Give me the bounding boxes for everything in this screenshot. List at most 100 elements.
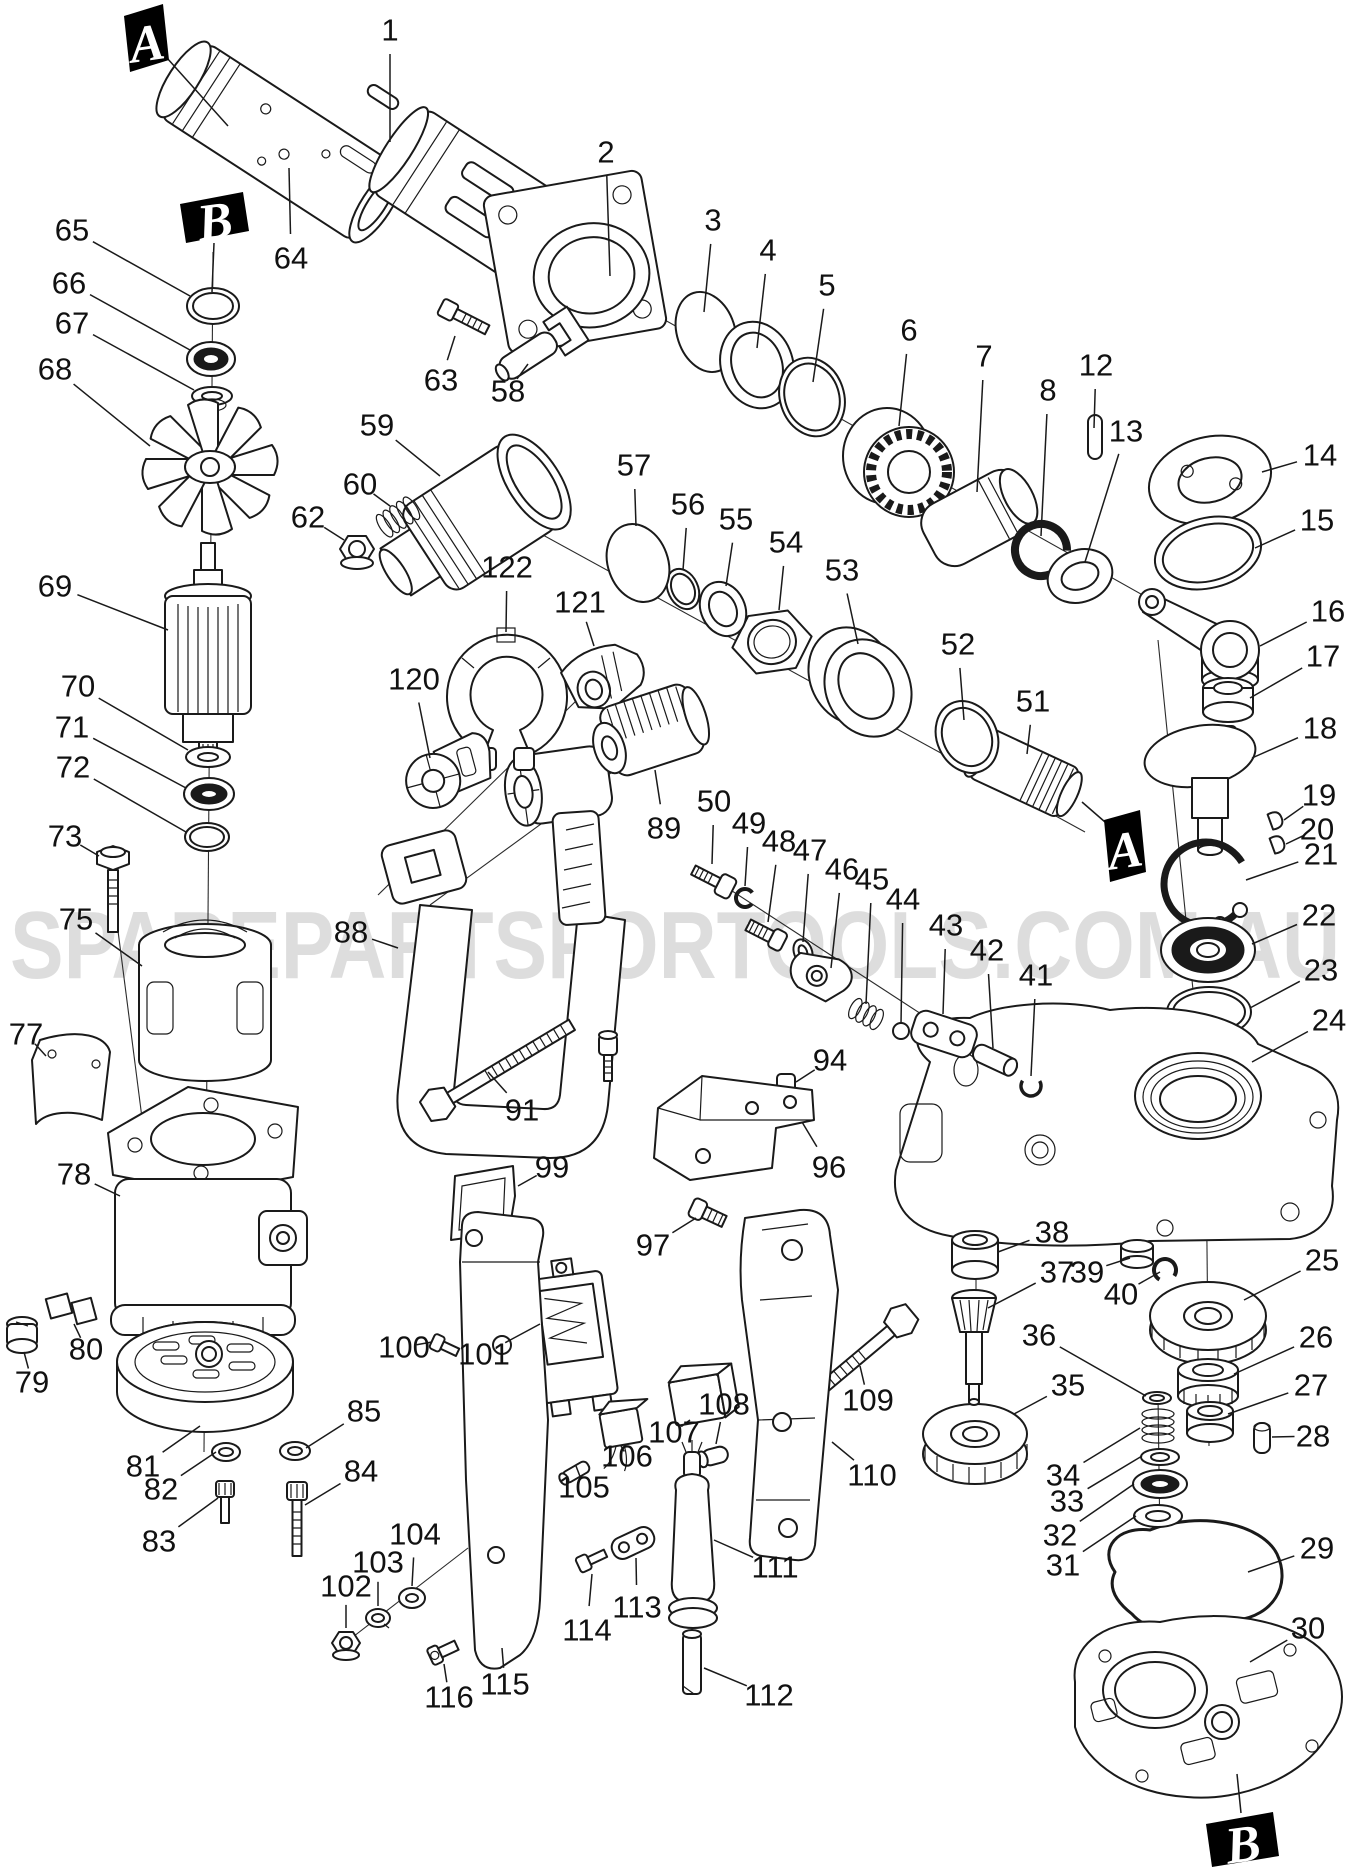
part-label-45: 45 — [855, 862, 889, 897]
part-56-ring — [665, 567, 701, 611]
part-2-front-housing — [368, 106, 668, 355]
leader-line-100 — [416, 1341, 433, 1346]
leader-line-55 — [725, 542, 734, 587]
part-59-cylinder — [378, 433, 572, 597]
leader-line-28 — [1271, 1435, 1295, 1438]
part-114-screw — [574, 1548, 609, 1574]
leader-line-44 — [900, 922, 904, 1025]
part-32-bearing — [1132, 1469, 1188, 1499]
part-102-nut — [331, 1631, 361, 1661]
part-label-106: 106 — [601, 1439, 653, 1474]
part-label-62: 62 — [291, 500, 325, 535]
part-label-14: 14 — [1303, 438, 1337, 473]
leader-line-106 — [620, 1445, 625, 1452]
part-label-72: 72 — [56, 750, 90, 785]
part-25-gear — [1149, 1281, 1267, 1365]
part-label-82: 82 — [144, 1472, 178, 1507]
part-label-68: 68 — [38, 352, 72, 387]
part-48-screw — [744, 918, 788, 952]
part-number-labels: 1234567812131415161718192021222324252627… — [9, 13, 1346, 1715]
part-81-bottom-cover — [116, 1321, 294, 1433]
part-label-26: 26 — [1299, 1320, 1333, 1355]
part-12-pin — [1087, 414, 1103, 460]
part-label-2: 2 — [597, 135, 614, 170]
leader-line-83 — [177, 1497, 219, 1528]
part-80-carbon-brush — [44, 1292, 98, 1326]
leader-line-17 — [1249, 667, 1303, 699]
part-label-56: 56 — [671, 487, 705, 522]
leader-line-6 — [898, 353, 908, 427]
leader-line-112 — [703, 1667, 748, 1687]
part-label-85: 85 — [347, 1394, 381, 1429]
part-45-spring — [848, 997, 884, 1031]
leader-line-89 — [654, 769, 662, 805]
part-103-spring-washer — [365, 1608, 391, 1629]
part-label-40: 40 — [1104, 1277, 1138, 1312]
part-label-96: 96 — [812, 1150, 846, 1185]
leader-line-116 — [443, 1663, 448, 1683]
part-label-7: 7 — [975, 339, 992, 374]
part-label-79: 79 — [15, 1365, 49, 1400]
leader-line-24 — [1251, 1030, 1309, 1063]
leader-line-47 — [802, 873, 809, 943]
view-marker-box-b3 — [1206, 1812, 1279, 1867]
view-marker-letter-b3: B — [1221, 1814, 1264, 1867]
part-57-o-ring-disc — [605, 523, 671, 603]
part-label-8: 8 — [1039, 373, 1056, 408]
part-96-bracket — [653, 1075, 815, 1181]
part-label-70: 70 — [61, 669, 95, 704]
part-label-80: 80 — [69, 1332, 103, 1367]
part-label-115: 115 — [480, 1667, 529, 1702]
part-label-122: 122 — [481, 550, 533, 585]
part-107-switch-block — [667, 1362, 740, 1427]
leader-line-53 — [846, 593, 859, 645]
part-label-36: 36 — [1022, 1318, 1056, 1353]
leader-line-49 — [744, 846, 749, 887]
part-94-screw — [598, 1030, 618, 1082]
part-label-6: 6 — [900, 313, 917, 348]
leader-line-39 — [1106, 1257, 1131, 1267]
part-label-27: 27 — [1294, 1368, 1328, 1403]
leader-line-32 — [1079, 1483, 1135, 1523]
part-label-19: 19 — [1302, 778, 1336, 813]
part-18-crank-shaft — [1143, 723, 1257, 856]
view-marker-box-a0 — [124, 4, 169, 72]
part-label-49: 49 — [732, 806, 766, 841]
part-label-18: 18 — [1303, 711, 1337, 746]
part-115-side-handle-half-left — [459, 1211, 549, 1670]
leader-line-59 — [395, 439, 441, 477]
part-label-32: 32 — [1043, 1518, 1077, 1553]
part-label-37: 37 — [1040, 1255, 1074, 1290]
leader-line-122 — [505, 590, 508, 633]
leader-line-51 — [1026, 724, 1032, 755]
view-marker-letter-b1: B — [193, 191, 236, 252]
part-label-3: 3 — [704, 203, 721, 238]
leader-line-105 — [575, 1465, 582, 1478]
part-label-84: 84 — [344, 1454, 378, 1489]
leader-line-22 — [1251, 923, 1298, 945]
leader-line-7 — [976, 379, 984, 493]
part-label-17: 17 — [1306, 639, 1340, 674]
part-label-28: 28 — [1296, 1419, 1330, 1454]
leader-line-68 — [73, 383, 151, 447]
part-38-sleeve — [951, 1230, 999, 1280]
part-39-bushing — [1120, 1239, 1154, 1269]
part-label-73: 73 — [48, 819, 82, 854]
leader-line-66 — [89, 293, 191, 351]
part-15-ring — [1153, 515, 1263, 591]
leader-line-4 — [756, 273, 767, 349]
part-label-120: 120 — [388, 662, 440, 697]
part-97-screw — [687, 1197, 728, 1228]
leader-line-27 — [1227, 1392, 1289, 1415]
leader-line-115 — [501, 1647, 505, 1668]
part-label-111: 111 — [751, 1550, 798, 1585]
part-label-5: 5 — [818, 268, 835, 303]
leader-line-5 — [812, 308, 825, 383]
leader-line-13 — [1084, 453, 1120, 563]
part-label-39: 39 — [1070, 1255, 1104, 1290]
leader-line-31 — [1082, 1515, 1137, 1553]
part-52-ring — [934, 700, 1000, 774]
part-49-e-ring — [734, 887, 756, 909]
leader-line-20 — [1285, 835, 1304, 845]
part-label-65: 65 — [55, 213, 89, 248]
